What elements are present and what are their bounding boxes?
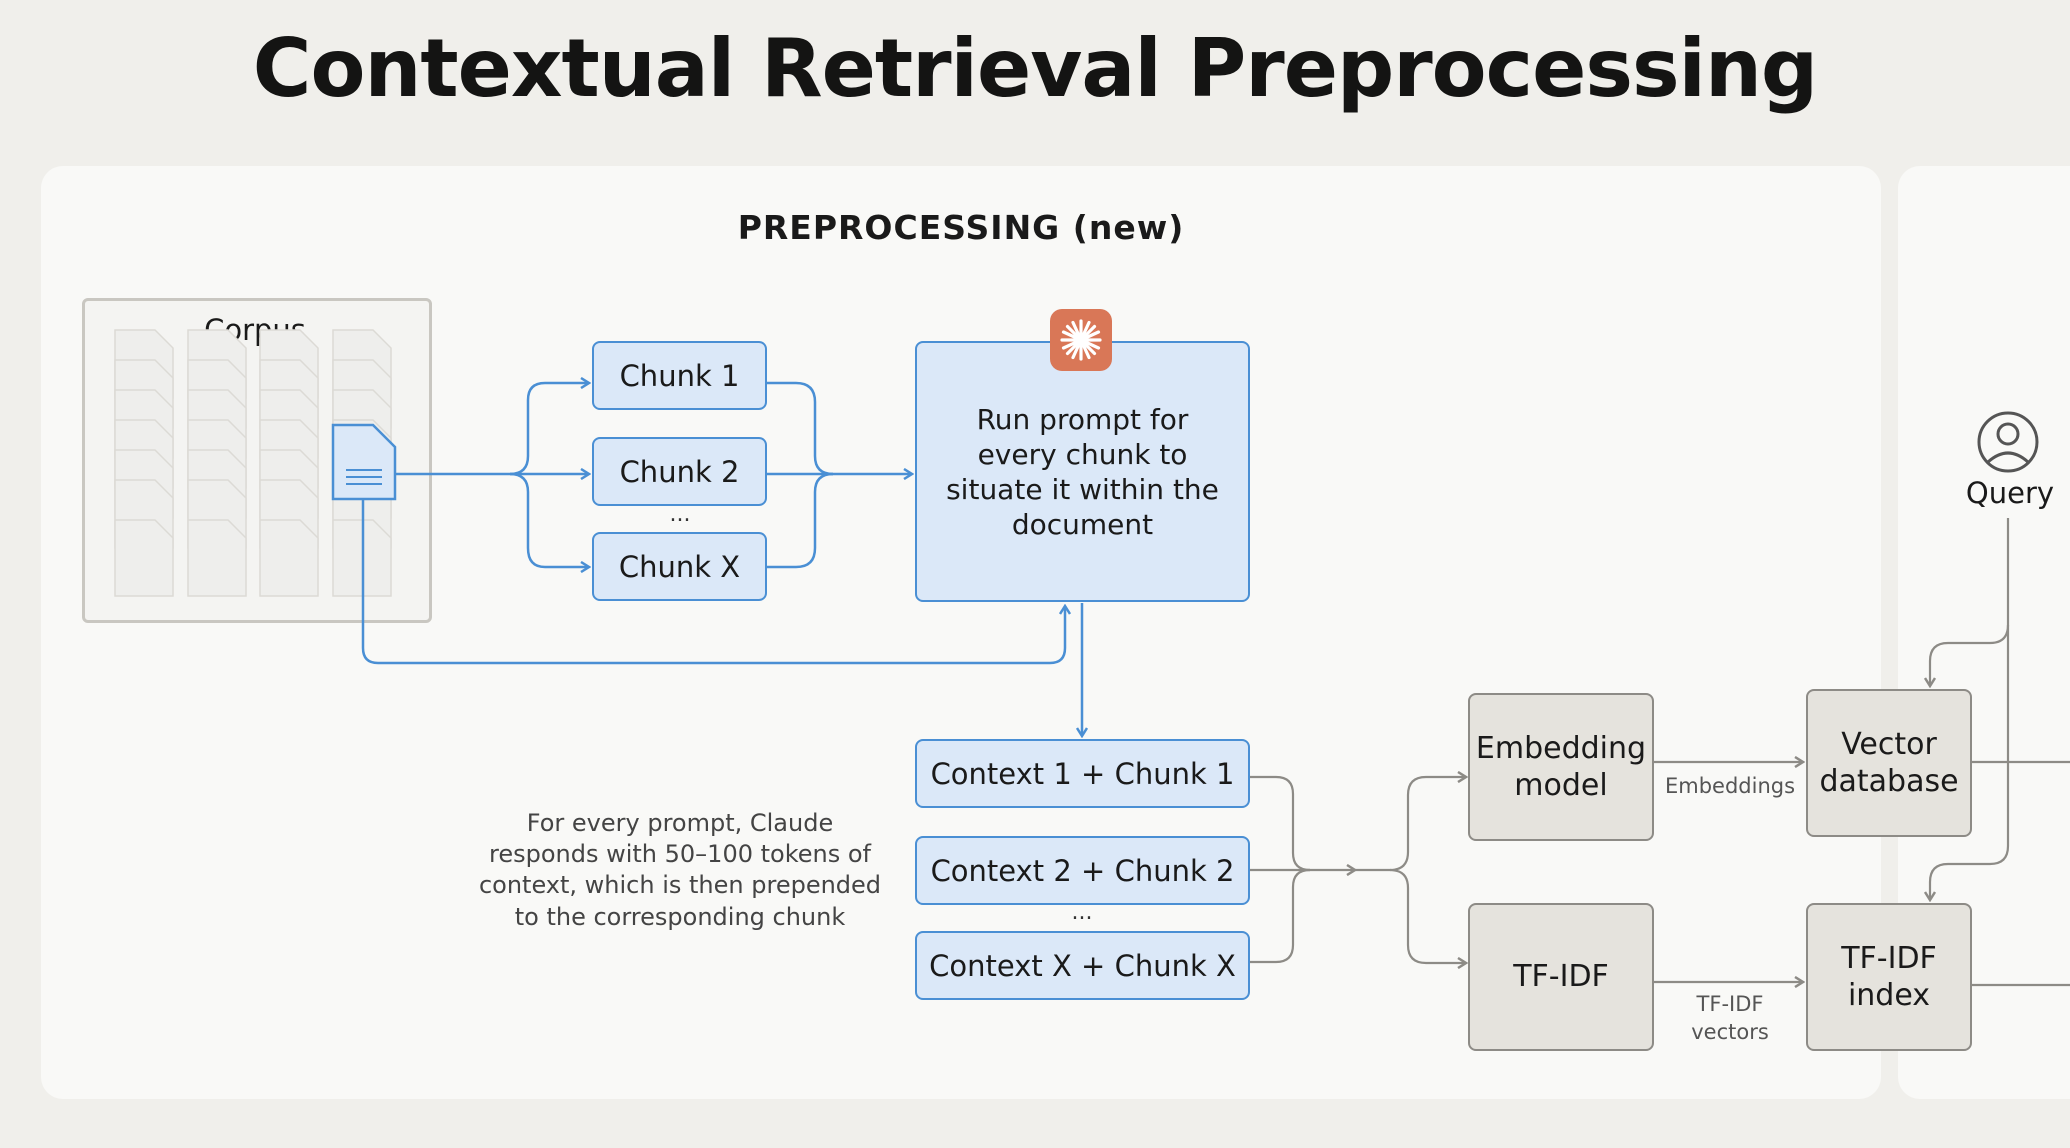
chunk-label: Chunk 1 [619, 358, 740, 393]
context-label: Context 2 + Chunk 2 [930, 853, 1235, 888]
chunk-box-2: Chunk 2 [592, 437, 767, 506]
embedding-model-box: Embedding model [1468, 693, 1654, 841]
user-icon [1977, 411, 2039, 473]
vector-database-label: Vector database [1819, 726, 1959, 800]
tfidf-box: TF-IDF [1468, 903, 1654, 1051]
query-label: Query [1965, 476, 2055, 510]
tfidf-index-box: TF-IDF index [1806, 903, 1972, 1051]
document-icon [331, 423, 397, 501]
edge-label-tfidf-vectors: TF-IDF vectors [1670, 990, 1790, 1047]
context-label: Context X + Chunk X [929, 948, 1236, 983]
corpus-documents [114, 329, 392, 597]
context-box-2: Context 2 + Chunk 2 [915, 836, 1250, 905]
tfidf-index-label: TF-IDF index [1841, 940, 1937, 1014]
vector-database-box: Vector database [1806, 689, 1972, 837]
chunk-label: Chunk 2 [619, 454, 740, 489]
context-label: Context 1 + Chunk 1 [930, 756, 1235, 791]
claude-icon [1050, 309, 1112, 371]
chunk-box-1: Chunk 1 [592, 341, 767, 410]
prompt-text: Run prompt for every chunk to situate it… [946, 402, 1219, 541]
chunk-ellipsis: ... [669, 502, 691, 527]
edge-label-embeddings: Embeddings [1664, 774, 1796, 798]
context-box-x: Context X + Chunk X [915, 931, 1250, 1000]
context-ellipsis: ... [1071, 900, 1093, 925]
section-title: PREPROCESSING (new) [737, 208, 1185, 247]
context-box-1: Context 1 + Chunk 1 [915, 739, 1250, 808]
prompt-box: Run prompt for every chunk to situate it… [915, 341, 1250, 602]
chunk-box-x: Chunk X [592, 532, 767, 601]
claude-note: For every prompt, Claude responds with 5… [478, 809, 882, 931]
page-title: Contextual Retrieval Preprocessing [252, 22, 1818, 115]
tfidf-label: TF-IDF [1513, 959, 1609, 995]
chunk-label: Chunk X [618, 549, 741, 584]
embedding-model-label: Embedding model [1475, 730, 1647, 804]
edge-label-text: TF-IDF vectors [1691, 992, 1769, 1045]
